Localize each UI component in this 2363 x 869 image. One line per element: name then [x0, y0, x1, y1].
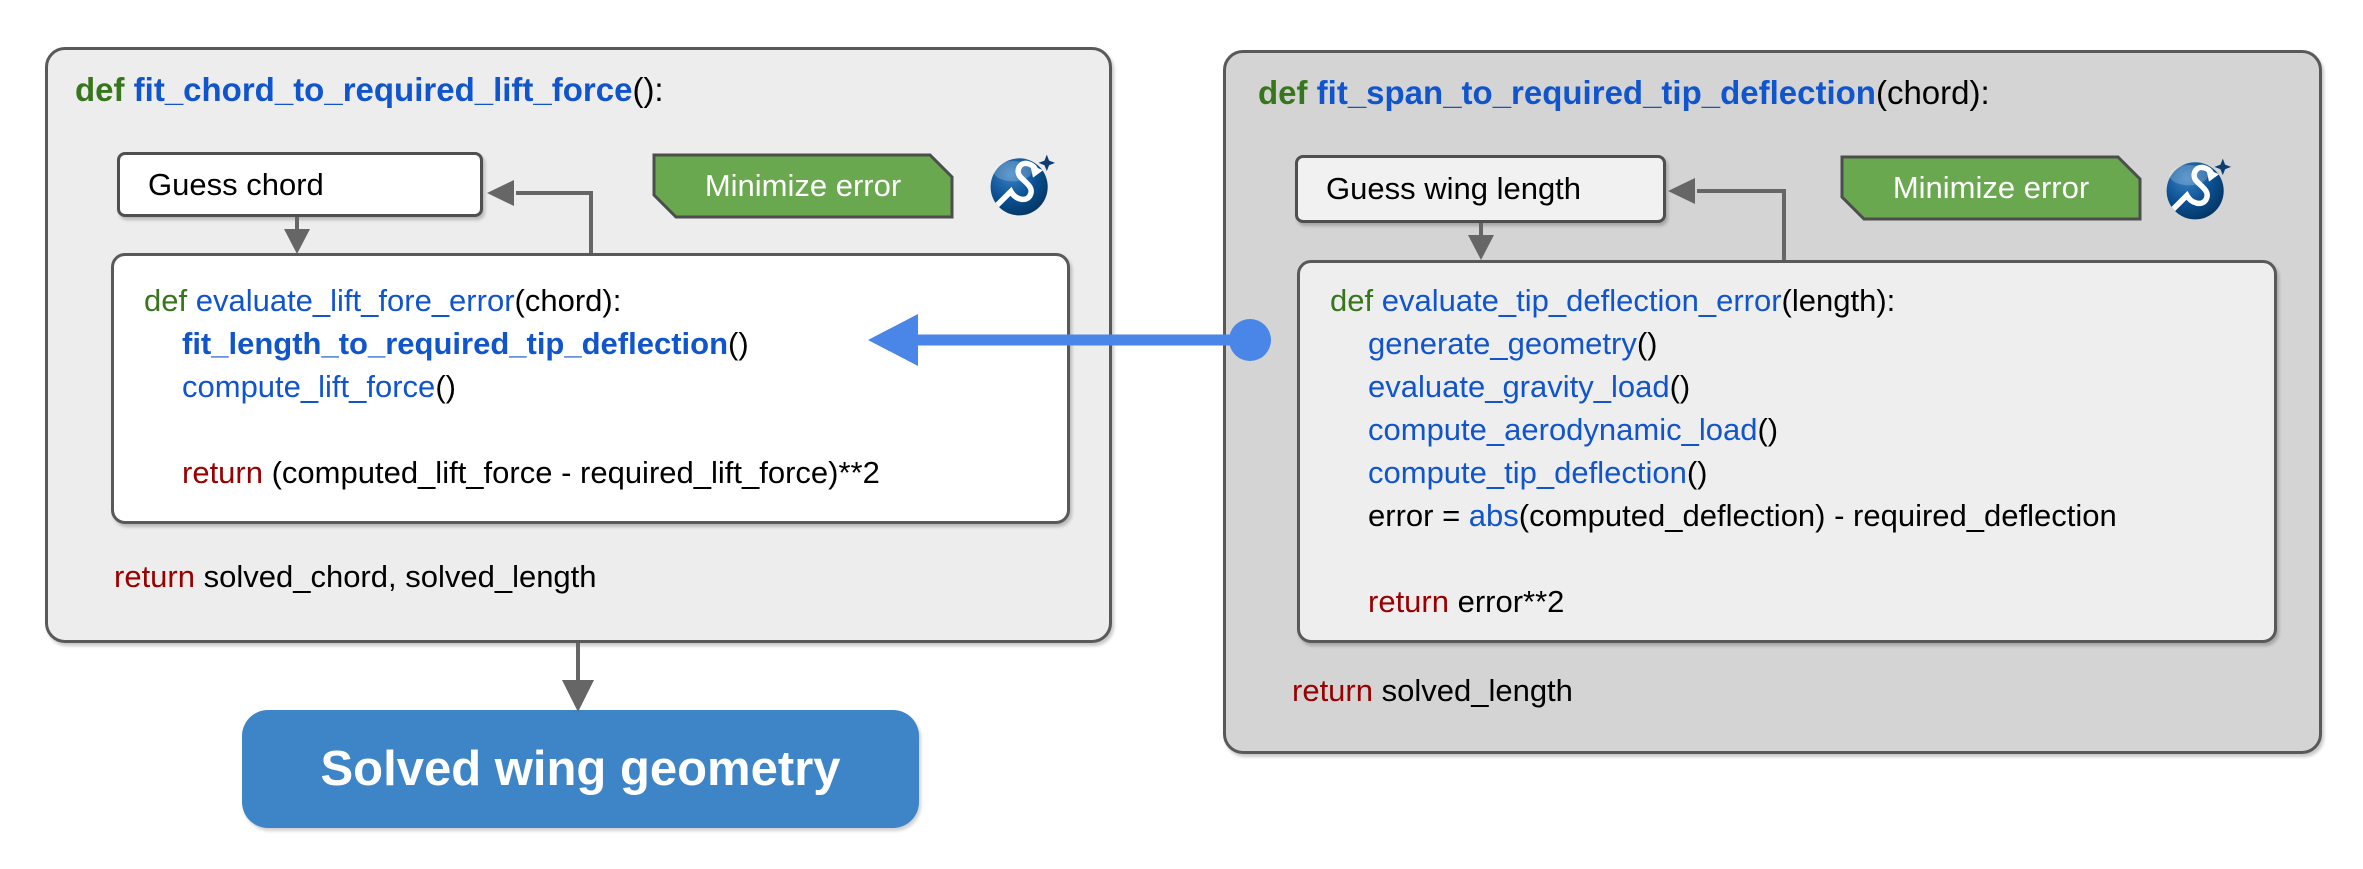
code-line: return error**2 [1330, 580, 2274, 623]
code-token: def [1330, 282, 1382, 318]
code-token: fit_length_to_required_tip_deflection [182, 325, 729, 361]
code-token: fit_chord_to_required_lift_force [133, 71, 633, 108]
minimize-error-shape [1840, 155, 2142, 221]
code-token: generate_geometry [1368, 325, 1637, 361]
code-token: return [1368, 583, 1449, 619]
right-function-signature: def fit_span_to_required_tip_deflection(… [1258, 71, 1990, 115]
minimize-error-label: Minimize error [704, 168, 902, 203]
code-token: error**2 [1448, 583, 1565, 619]
guess-wing-length-label: Guess wing length [1326, 171, 1582, 206]
code-line: def fit_chord_to_required_lift_force(): [75, 68, 664, 112]
code-line: def fit_span_to_required_tip_deflection(… [1258, 71, 1990, 115]
left-function-signature: def fit_chord_to_required_lift_force(): [75, 68, 664, 112]
code-line: return (computed_lift_force - required_l… [144, 451, 1067, 494]
code-token: def [75, 71, 134, 108]
minimize-error-shape [652, 153, 954, 219]
solved-wing-geometry-button: Solved wing geometry [242, 710, 919, 828]
code-line: return solved_chord, solved_length [114, 555, 597, 598]
right-inner-code-box: def evaluate_tip_deflection_error(length… [1297, 260, 2277, 643]
code-token: fit_span_to_required_tip_deflection [1316, 74, 1876, 111]
code-token: (chord): [1875, 74, 1990, 111]
code-token: () [728, 325, 749, 361]
code-token: return [114, 558, 195, 594]
scipy-logo-icon [2166, 158, 2232, 220]
code-token: compute_aerodynamic_load [1368, 411, 1758, 447]
code-token: return [1292, 672, 1373, 708]
code-line: return solved_length [1292, 669, 1573, 712]
left-inner-code-box: def evaluate_lift_fore_error(chord):fit_… [111, 253, 1070, 524]
right-return-line: return solved_length [1292, 669, 1573, 712]
code-token: () [1636, 325, 1658, 361]
code-line: compute_lift_force() [144, 365, 1067, 408]
guess-wing-length-box: Guess wing length [1295, 155, 1666, 223]
code-line [1330, 537, 2274, 580]
code-token: abs [1468, 497, 1519, 533]
code-token: () [1757, 411, 1779, 447]
code-line: generate_geometry() [1330, 322, 2274, 365]
code-token: (chord): [514, 282, 622, 318]
code-line [144, 408, 1067, 451]
code-token: solved_chord, solved_length [194, 558, 597, 594]
minimize-error-label: Minimize error [1892, 170, 2090, 205]
code-token: error = [1368, 497, 1469, 533]
code-line: def evaluate_lift_fore_error(chord): [144, 279, 1067, 322]
code-token: def [1258, 74, 1317, 111]
scipy-logo-icon [990, 154, 1056, 216]
solved-flow-arrow [562, 643, 594, 712]
code-token: return [182, 454, 263, 490]
code-token: compute_tip_deflection [1368, 454, 1687, 490]
minimize-error-button-left: Minimize error [652, 153, 954, 219]
code-line: compute_aerodynamic_load() [1330, 408, 2274, 451]
code-line: error = abs(computed_deflection) - requi… [1330, 494, 2274, 537]
code-token: (length): [1781, 282, 1896, 318]
code-token: solved_length [1372, 672, 1573, 708]
code-token: evaluate_tip_deflection_error [1381, 282, 1782, 318]
code-line: evaluate_gravity_load() [1330, 365, 2274, 408]
left-return-line: return solved_chord, solved_length [114, 555, 597, 598]
code-line: def evaluate_tip_deflection_error(length… [1330, 279, 2274, 322]
code-token: () [1669, 368, 1691, 404]
solved-wing-geometry-label: Solved wing geometry [320, 742, 841, 796]
code-token: (): [632, 71, 664, 108]
code-token: () [435, 368, 456, 404]
code-token: evaluate_lift_fore_error [195, 282, 515, 318]
code-line: fit_length_to_required_tip_deflection() [144, 322, 1067, 365]
code-token: evaluate_gravity_load [1368, 368, 1670, 404]
guess-chord-box: Guess chord [117, 152, 483, 217]
code-token: () [1686, 454, 1708, 490]
guess-chord-label: Guess chord [148, 166, 324, 202]
code-token: def [144, 282, 196, 318]
code-token: compute_lift_force [182, 368, 436, 404]
code-token: (computed_deflection) - required_deflect… [1518, 497, 2117, 533]
minimize-error-button-right: Minimize error [1840, 155, 2142, 221]
code-line: compute_tip_deflection() [1330, 451, 2274, 494]
code-token: (computed_lift_force - required_lift_for… [262, 454, 880, 490]
